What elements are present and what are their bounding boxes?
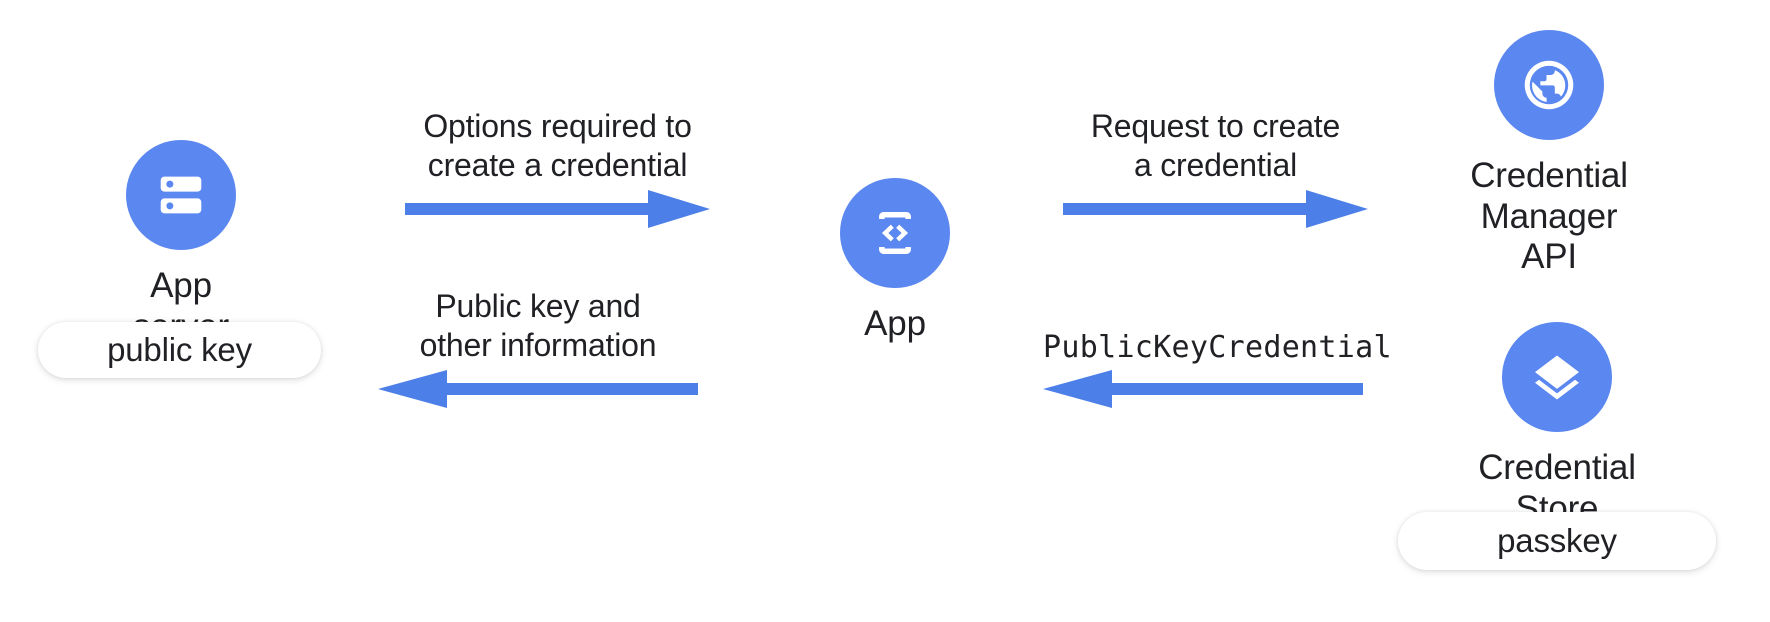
phone-code-icon	[840, 178, 950, 288]
node-credential-store[interactable]: Credential Store	[1478, 322, 1636, 529]
chip-public-key-label: public key	[107, 331, 252, 368]
arrow-label-public-key-and-info: Public key and other information	[419, 287, 657, 364]
arrow-public-key-credential: PublicKeyCredential	[1043, 330, 1392, 408]
arrow-label-public-key-credential: PublicKeyCredential	[1043, 329, 1392, 365]
node-label-app: App	[864, 304, 926, 343]
arrow-label-options-required: Options required to create a credential	[423, 107, 692, 184]
arrow-request-to-create: Request to create a credential	[1063, 108, 1368, 228]
node-label-credential-manager-api: Credential Manager API	[1470, 156, 1628, 277]
chip-public-key[interactable]: public key	[38, 322, 321, 378]
node-app[interactable]: App	[840, 178, 950, 345]
node-app-server[interactable]: App server	[126, 140, 236, 347]
arrow-label-request-to-create: Request to create a credential	[1090, 107, 1341, 184]
layers-icon	[1502, 322, 1612, 432]
chip-passkey[interactable]: passkey	[1398, 512, 1716, 570]
chip-passkey-label: passkey	[1497, 522, 1617, 559]
arrow-options-required: Options required to create a credential	[405, 108, 710, 228]
arrow-public-key-and-info: Public key and other information	[378, 288, 698, 408]
server-icon	[126, 140, 236, 250]
node-credential-manager-api[interactable]: Credential Manager API	[1470, 30, 1628, 278]
globe-icon	[1494, 30, 1604, 140]
